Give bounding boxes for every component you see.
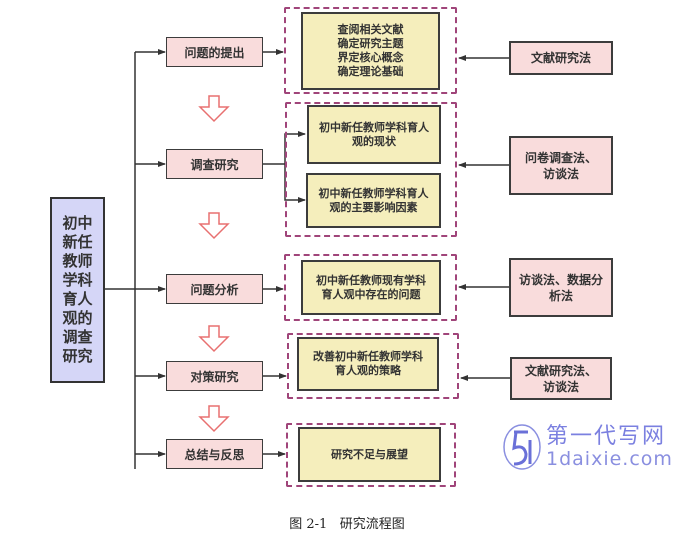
method-text: 文献研究法、 访谈法: [524, 363, 597, 394]
method-box-2: 问卷调查法、 访谈法: [509, 136, 613, 195]
flow-down-arrow-icon: [198, 212, 230, 240]
content-group-4: [287, 333, 459, 399]
stage-label: 对策研究: [190, 369, 239, 384]
content-box-strategies: 改善初中新任教师学科 育人观的策略: [297, 337, 439, 391]
stage-box-investigation: 调查研究: [166, 149, 263, 179]
stage-label: 问题分析: [190, 282, 239, 297]
stage-box-summary: 总结与反思: [166, 439, 263, 469]
method-text: 问卷调查法、 访谈法: [524, 150, 597, 181]
flow-down-arrow-icon: [198, 325, 230, 353]
content-box-problems: 初中新任教师现有学科 育人观中存在的问题: [301, 260, 441, 315]
content-box-literature: 查阅相关文献 确定研究主题 界定核心概念 确定理论基础: [301, 12, 440, 90]
stage-label: 总结与反思: [184, 447, 245, 462]
content-text: 改善初中新任教师学科 育人观的策略: [313, 350, 423, 377]
content-box-status: 初中新任教师学科育人 观的现状: [307, 105, 441, 164]
content-text: 初中新任教师学科育人 观的主要影响因素: [318, 186, 429, 214]
content-text: 初中新任教师现有学科 育人观中存在的问题: [316, 273, 426, 301]
method-box-4: 文献研究法、 访谈法: [510, 357, 612, 400]
method-box-3: 访谈法、数据分 析法: [509, 258, 613, 317]
main-topic-label: 初中 新任 教师 学科 育人 观的 调查 研究: [62, 214, 93, 365]
content-group-3: [284, 254, 457, 321]
stage-label: 调查研究: [190, 157, 239, 172]
stage-box-problem-raising: 问题的提出: [166, 37, 263, 67]
flow-down-arrow-icon: [198, 95, 230, 123]
stage-box-problem-analysis: 问题分析: [166, 274, 263, 304]
method-text: 访谈法、数据分 析法: [518, 272, 603, 303]
stage-label: 问题的提出: [184, 45, 245, 60]
content-group-2: [285, 102, 457, 237]
content-text: 研究不足与展望: [331, 447, 408, 461]
content-text: 初中新任教师学科育人 观的现状: [319, 120, 429, 148]
stage-box-countermeasures: 对策研究: [166, 361, 263, 391]
content-box-outlook: 研究不足与展望: [298, 427, 441, 482]
watermark-cn: 第一代写网: [546, 424, 667, 449]
flow-down-arrow-icon: [198, 405, 230, 433]
method-box-1: 文献研究法: [509, 41, 613, 75]
figure-caption: 图 2-1 研究流程图: [289, 517, 405, 532]
watermark-logo-icon: [503, 424, 541, 470]
content-box-factors: 初中新任教师学科育人 观的主要影响因素: [306, 173, 441, 228]
content-group-5: [286, 423, 456, 487]
main-topic-box: 初中 新任 教师 学科 育人 观的 调查 研究: [50, 197, 105, 383]
content-text: 查阅相关文献 确定研究主题 界定核心概念 确定理论基础: [337, 23, 404, 78]
watermark-en: 1daixie.com: [546, 448, 673, 470]
method-text: 文献研究法: [530, 51, 591, 65]
content-group-1: [284, 7, 457, 94]
watermark: 第一代写网 1daixie.com: [500, 418, 690, 476]
